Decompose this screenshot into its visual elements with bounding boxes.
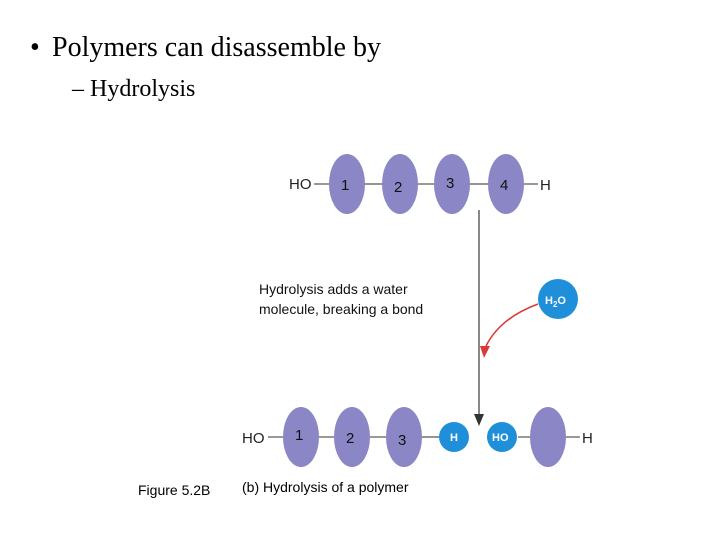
monomer-top-2 [382, 154, 418, 214]
top-right-end: H [540, 177, 551, 194]
figure-label: Figure 5.2B [138, 482, 211, 498]
monomer-top-3 [434, 154, 470, 214]
note-line-1: Hydrolysis adds a water [259, 281, 408, 297]
bullet-heading: • Polymers can disassemble by [30, 32, 381, 64]
water-arrow-curve [485, 303, 539, 347]
monomer-bottom-3 [386, 407, 422, 467]
subheading: – Hydrolysis [72, 76, 196, 102]
note-line-2: molecule, breaking a bond [259, 301, 424, 317]
monomer-bottom-1-label: 1 [295, 427, 303, 444]
top-left-end: HO [289, 176, 312, 193]
bottom-right-end: H [582, 430, 593, 447]
cap-h-label: H [450, 432, 458, 444]
monomer-bottom-2 [334, 407, 370, 467]
water-arrowhead [480, 346, 490, 358]
reaction-arrowhead [474, 414, 484, 426]
monomer-top-4 [488, 154, 524, 214]
monomer-bottom-1 [283, 407, 319, 467]
monomer-top-3-label: 3 [446, 175, 454, 192]
bottom-left-end: HO [242, 430, 265, 447]
monomer-bottom-released [530, 407, 566, 467]
monomer-top-1 [329, 154, 365, 214]
figure-subtitle: (b) Hydrolysis of a polymer [242, 479, 409, 495]
monomer-top-4-label: 4 [500, 177, 508, 194]
heading-text: Polymers can disassemble by [52, 32, 381, 63]
hydrolysis-note: Hydrolysis adds a water molecule, breaki… [259, 279, 423, 319]
monomer-bottom-2-label: 2 [346, 430, 354, 447]
water-label: H2O [545, 295, 566, 309]
bullet-dot: • [30, 32, 40, 63]
monomer-bottom-3-label: 3 [398, 432, 406, 449]
monomer-top-2-label: 2 [394, 179, 402, 196]
monomer-top-1-label: 1 [341, 177, 349, 194]
cap-ho-label: HO [492, 432, 509, 444]
water-molecule [538, 279, 578, 319]
cap-h [439, 422, 469, 452]
cap-ho [487, 422, 517, 452]
